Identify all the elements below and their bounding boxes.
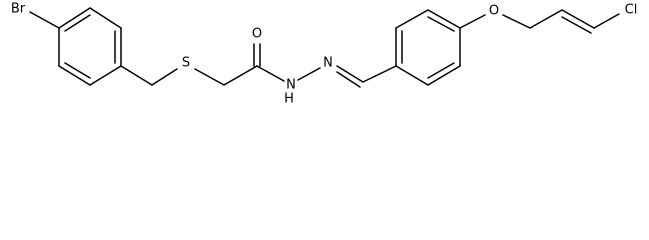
bond-ch2-vinyl bbox=[529, 9, 563, 29]
atom-sulfur: S bbox=[182, 56, 190, 71]
bond-vinyl-chlorine bbox=[593, 13, 620, 29]
bond-sulfur-ch2 bbox=[194, 68, 225, 86]
bond-ch2-carbonyl bbox=[223, 65, 258, 86]
bond-ch2-sulfur bbox=[151, 68, 178, 86]
atom-carbonyl-oxygen: O bbox=[252, 27, 262, 42]
bond-vinyl-double-2 bbox=[561, 16, 592, 34]
chemical-structure-diagram: Br S O N H N O Cl bbox=[11, 2, 638, 107]
phenyl-ring bbox=[395, 9, 461, 86]
atom-amide-nitrogen: N bbox=[286, 78, 296, 93]
bond-ring-bromine bbox=[29, 11, 60, 29]
bromophenyl-ring bbox=[58, 7, 122, 86]
bond-carbonyl-nitrogen bbox=[256, 65, 285, 82]
bond-vinyl-double-1 bbox=[561, 9, 595, 29]
bond-imine-double-1 bbox=[336, 65, 364, 83]
atom-chlorine: Cl bbox=[625, 3, 638, 18]
atom-amide-hydrogen: H bbox=[284, 92, 294, 107]
bond-ch-ring bbox=[362, 65, 397, 83]
bond-ring-ether-oxygen bbox=[459, 14, 486, 29]
bond-nitrogen-nitrogen bbox=[297, 67, 321, 81]
atom-ether-oxygen: O bbox=[489, 4, 499, 19]
bond-oxygen-ch2 bbox=[502, 14, 531, 29]
bond-imine-double-2 bbox=[336, 71, 361, 88]
atom-imine-nitrogen: N bbox=[323, 56, 333, 71]
bond-ring-ch2 bbox=[120, 65, 153, 86]
atom-bromine: Br bbox=[11, 2, 26, 17]
